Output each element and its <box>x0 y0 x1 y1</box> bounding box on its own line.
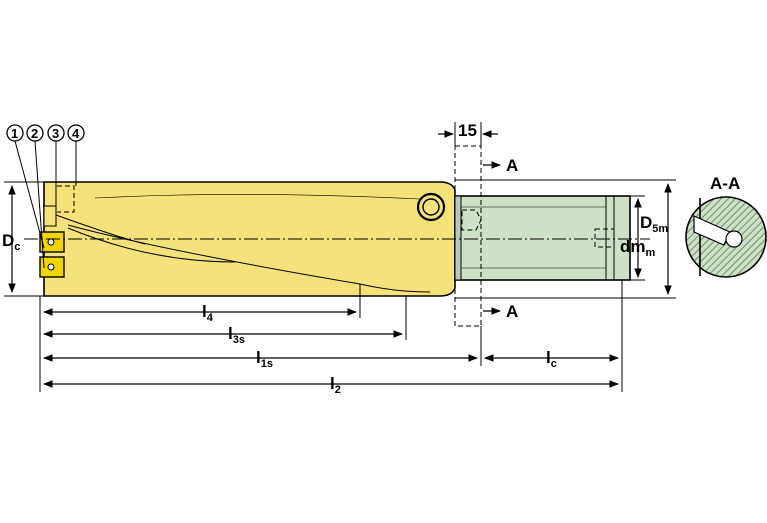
marker-4: 4 <box>67 124 85 142</box>
label-d5m: D5m <box>640 213 668 235</box>
extension-lines <box>4 122 676 392</box>
marker-3: 3 <box>47 124 65 142</box>
section-title: A-A <box>710 174 740 193</box>
svg-text:1: 1 <box>11 126 18 141</box>
label-l4: l4 <box>202 302 214 324</box>
svg-text:3: 3 <box>52 126 59 141</box>
label-l1s: l1s <box>256 348 273 370</box>
label-dc: Dc <box>2 231 20 253</box>
section-view-a-a <box>685 196 767 278</box>
coolant-hole-icon <box>416 192 446 222</box>
label-l3s: l3s <box>228 324 245 346</box>
marker-2: 2 <box>26 124 44 142</box>
svg-text:2: 2 <box>31 126 38 141</box>
label-l2: l2 <box>330 374 341 396</box>
marker-1: 1 <box>6 124 24 142</box>
svg-text:4: 4 <box>72 126 80 141</box>
label-lc: lc <box>546 348 557 370</box>
label-15: 15 <box>458 121 477 140</box>
marker-leaders <box>14 140 77 269</box>
label-a-top: A <box>506 156 518 175</box>
label-a-bottom: A <box>506 302 518 321</box>
label-dmm: dmm <box>620 237 656 259</box>
